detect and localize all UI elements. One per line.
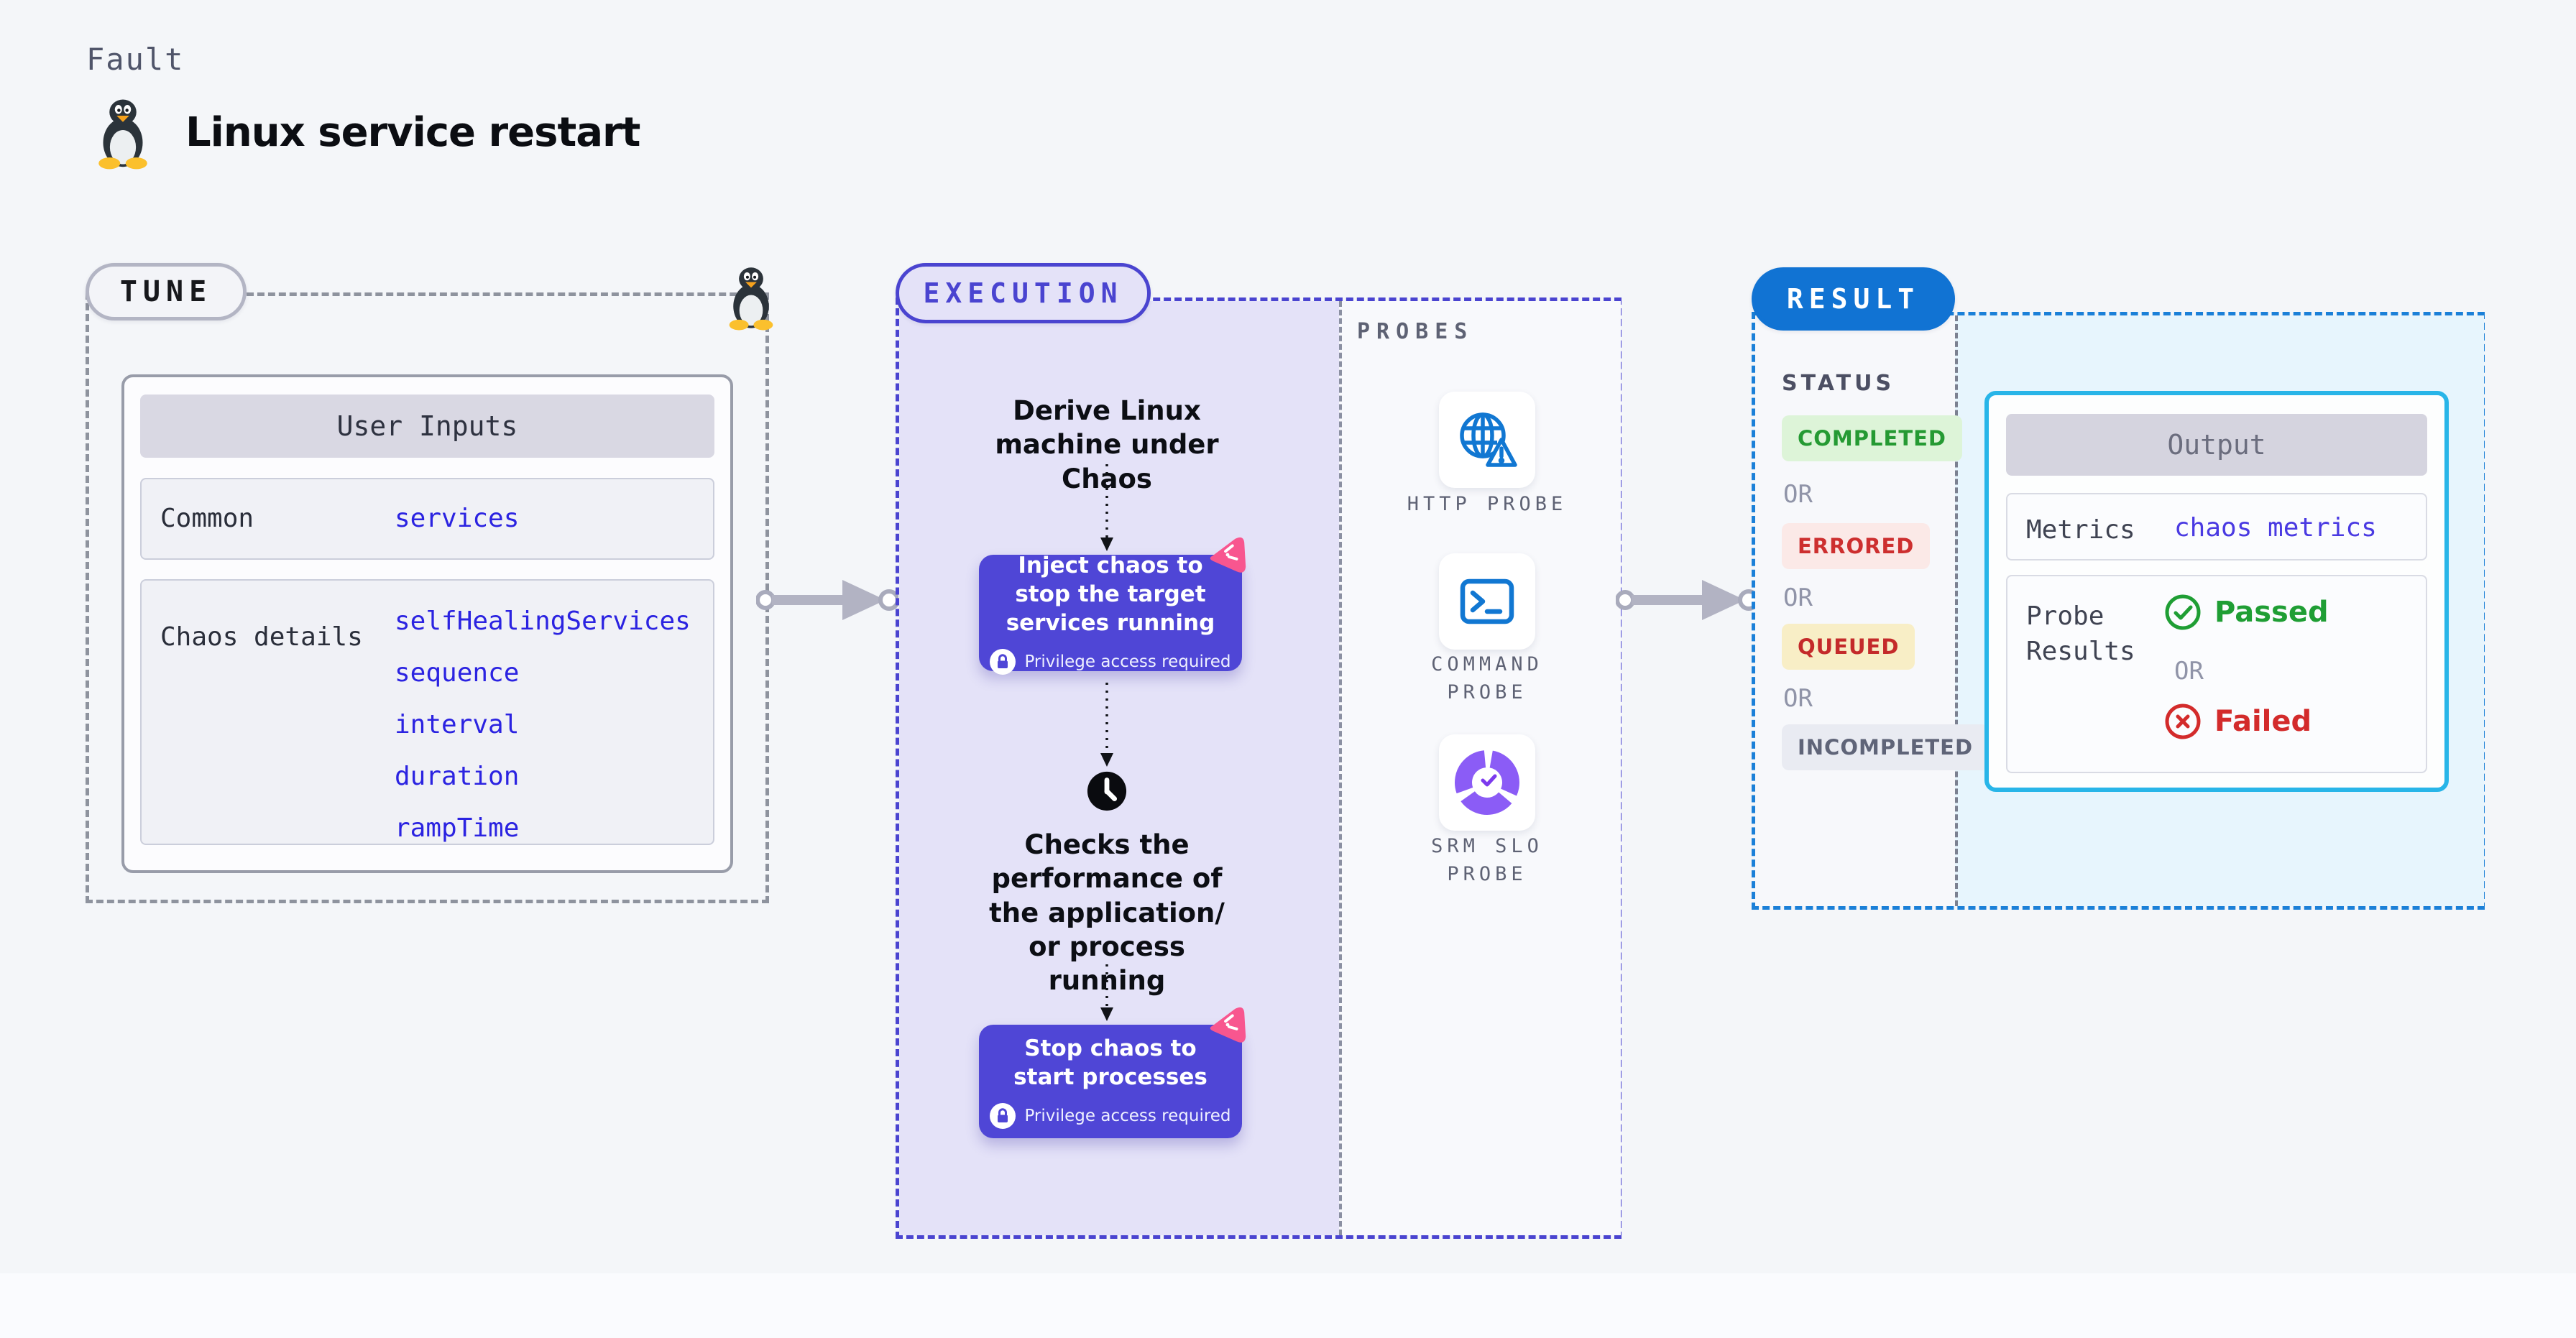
chaos-detail-values: selfHealingServices sequence interval du…: [395, 606, 691, 843]
clock-icon: [1086, 770, 1128, 812]
slo-donut-icon: [1453, 748, 1522, 817]
input-row-label: Chaos details: [160, 622, 363, 652]
connector-arrow-down: [1100, 964, 1113, 1021]
lock-icon: [990, 649, 1016, 675]
status-badge-incompleted: INCOMPLETED: [1782, 724, 1990, 770]
tux-corner-icon: [729, 267, 773, 331]
inject-chaos-title: Inject chaos to stop the target services…: [1006, 552, 1215, 637]
passed-text: Passed: [2214, 596, 2329, 629]
probes-label: PROBES: [1357, 319, 1474, 344]
probe-results-label: Probe Results: [2026, 601, 2135, 666]
chaos-logo-icon: [1208, 1005, 1248, 1044]
http-probe-label: HTTP PROBE: [1407, 493, 1568, 515]
input-value: duration: [395, 762, 520, 791]
metrics-row: Metrics chaos metrics: [2006, 493, 2427, 560]
output-card: Output Metrics chaos metrics Probe Resul…: [1984, 391, 2449, 792]
status-badge-completed: COMPLETED: [1782, 415, 1963, 461]
http-probe-card: [1439, 392, 1535, 488]
fault-kicker: Fault: [86, 42, 185, 77]
status-badge-queued: QUEUED: [1782, 624, 1915, 670]
user-inputs-card: User Inputs Common services Chaos detail…: [121, 374, 733, 873]
tune-badge: TUNE: [86, 263, 247, 320]
passed-line: Passed: [2164, 594, 2329, 631]
probe-results-row: Probe Results Passed OR Failed: [2006, 575, 2427, 773]
arrow-probes-to-result: [1616, 576, 1758, 624]
user-inputs-title: User Inputs: [140, 395, 714, 458]
privilege-row: Privilege access required: [990, 649, 1231, 675]
status-label: STATUS: [1782, 371, 1895, 396]
connector-arrow-down: [1100, 464, 1113, 551]
tux-penguin-icon: [98, 99, 147, 170]
status-panel: [1755, 315, 1955, 906]
input-value: interval: [395, 710, 520, 739]
inject-chaos-card: Inject chaos to stop the target services…: [979, 553, 1242, 675]
step-derive-text: Derive Linux machine under Chaos: [995, 395, 1219, 494]
status-badge-errored: ERRORED: [1782, 523, 1931, 569]
input-row-label: Common: [160, 504, 254, 533]
chaos-logo-icon: [1208, 535, 1248, 574]
input-value: sequence: [395, 658, 520, 688]
terminal-icon: [1453, 567, 1522, 636]
privilege-note: Privilege access required: [1024, 1107, 1231, 1126]
input-row-common: Common services: [140, 478, 714, 560]
privilege-row: Privilege access required: [990, 1103, 1231, 1130]
failed-text: Failed: [2214, 705, 2312, 738]
srm-slo-probe-card: [1439, 734, 1535, 831]
input-value-services: services: [395, 504, 520, 533]
input-value: selfHealingServices: [395, 606, 691, 636]
globe-warning-icon: [1453, 405, 1522, 474]
srm-slo-probe-label: SRM SLO PROBE: [1431, 835, 1543, 886]
or-text: OR: [1783, 684, 1813, 713]
stop-chaos-card: Stop chaos to start processes Privilege …: [979, 1025, 1242, 1138]
failed-line: Failed: [2164, 703, 2312, 740]
or-text: OR: [2174, 657, 2204, 686]
command-probe-card: [1439, 553, 1535, 650]
connector-arrow-down: [1100, 683, 1113, 767]
metrics-label: Metrics: [2026, 515, 2135, 545]
result-badge: RESULT: [1752, 267, 1955, 331]
lock-icon: [990, 1103, 1016, 1130]
bottom-band: [0, 1273, 2576, 1338]
stop-chaos-title: Stop chaos to start processes: [1013, 1035, 1208, 1090]
command-probe-label: COMMAND PROBE: [1431, 653, 1543, 704]
metrics-value-link: chaos metrics: [2174, 513, 2377, 543]
privilege-note: Privilege access required: [1024, 652, 1231, 672]
x-circle-icon: [2164, 703, 2202, 740]
input-row-chaos-details: Chaos details selfHealingServices sequen…: [140, 579, 714, 845]
page-title: Linux service restart: [185, 109, 640, 156]
arrow-tune-to-execution: [756, 576, 898, 624]
check-circle-icon: [2164, 594, 2202, 631]
or-text: OR: [1783, 480, 1813, 509]
or-text: OR: [1783, 583, 1813, 612]
step-check-text: Checks the performance of the applicatio…: [989, 829, 1225, 997]
input-value: rampTime: [395, 813, 520, 843]
output-title: Output: [2006, 414, 2427, 476]
execution-badge: EXECUTION: [896, 263, 1151, 323]
